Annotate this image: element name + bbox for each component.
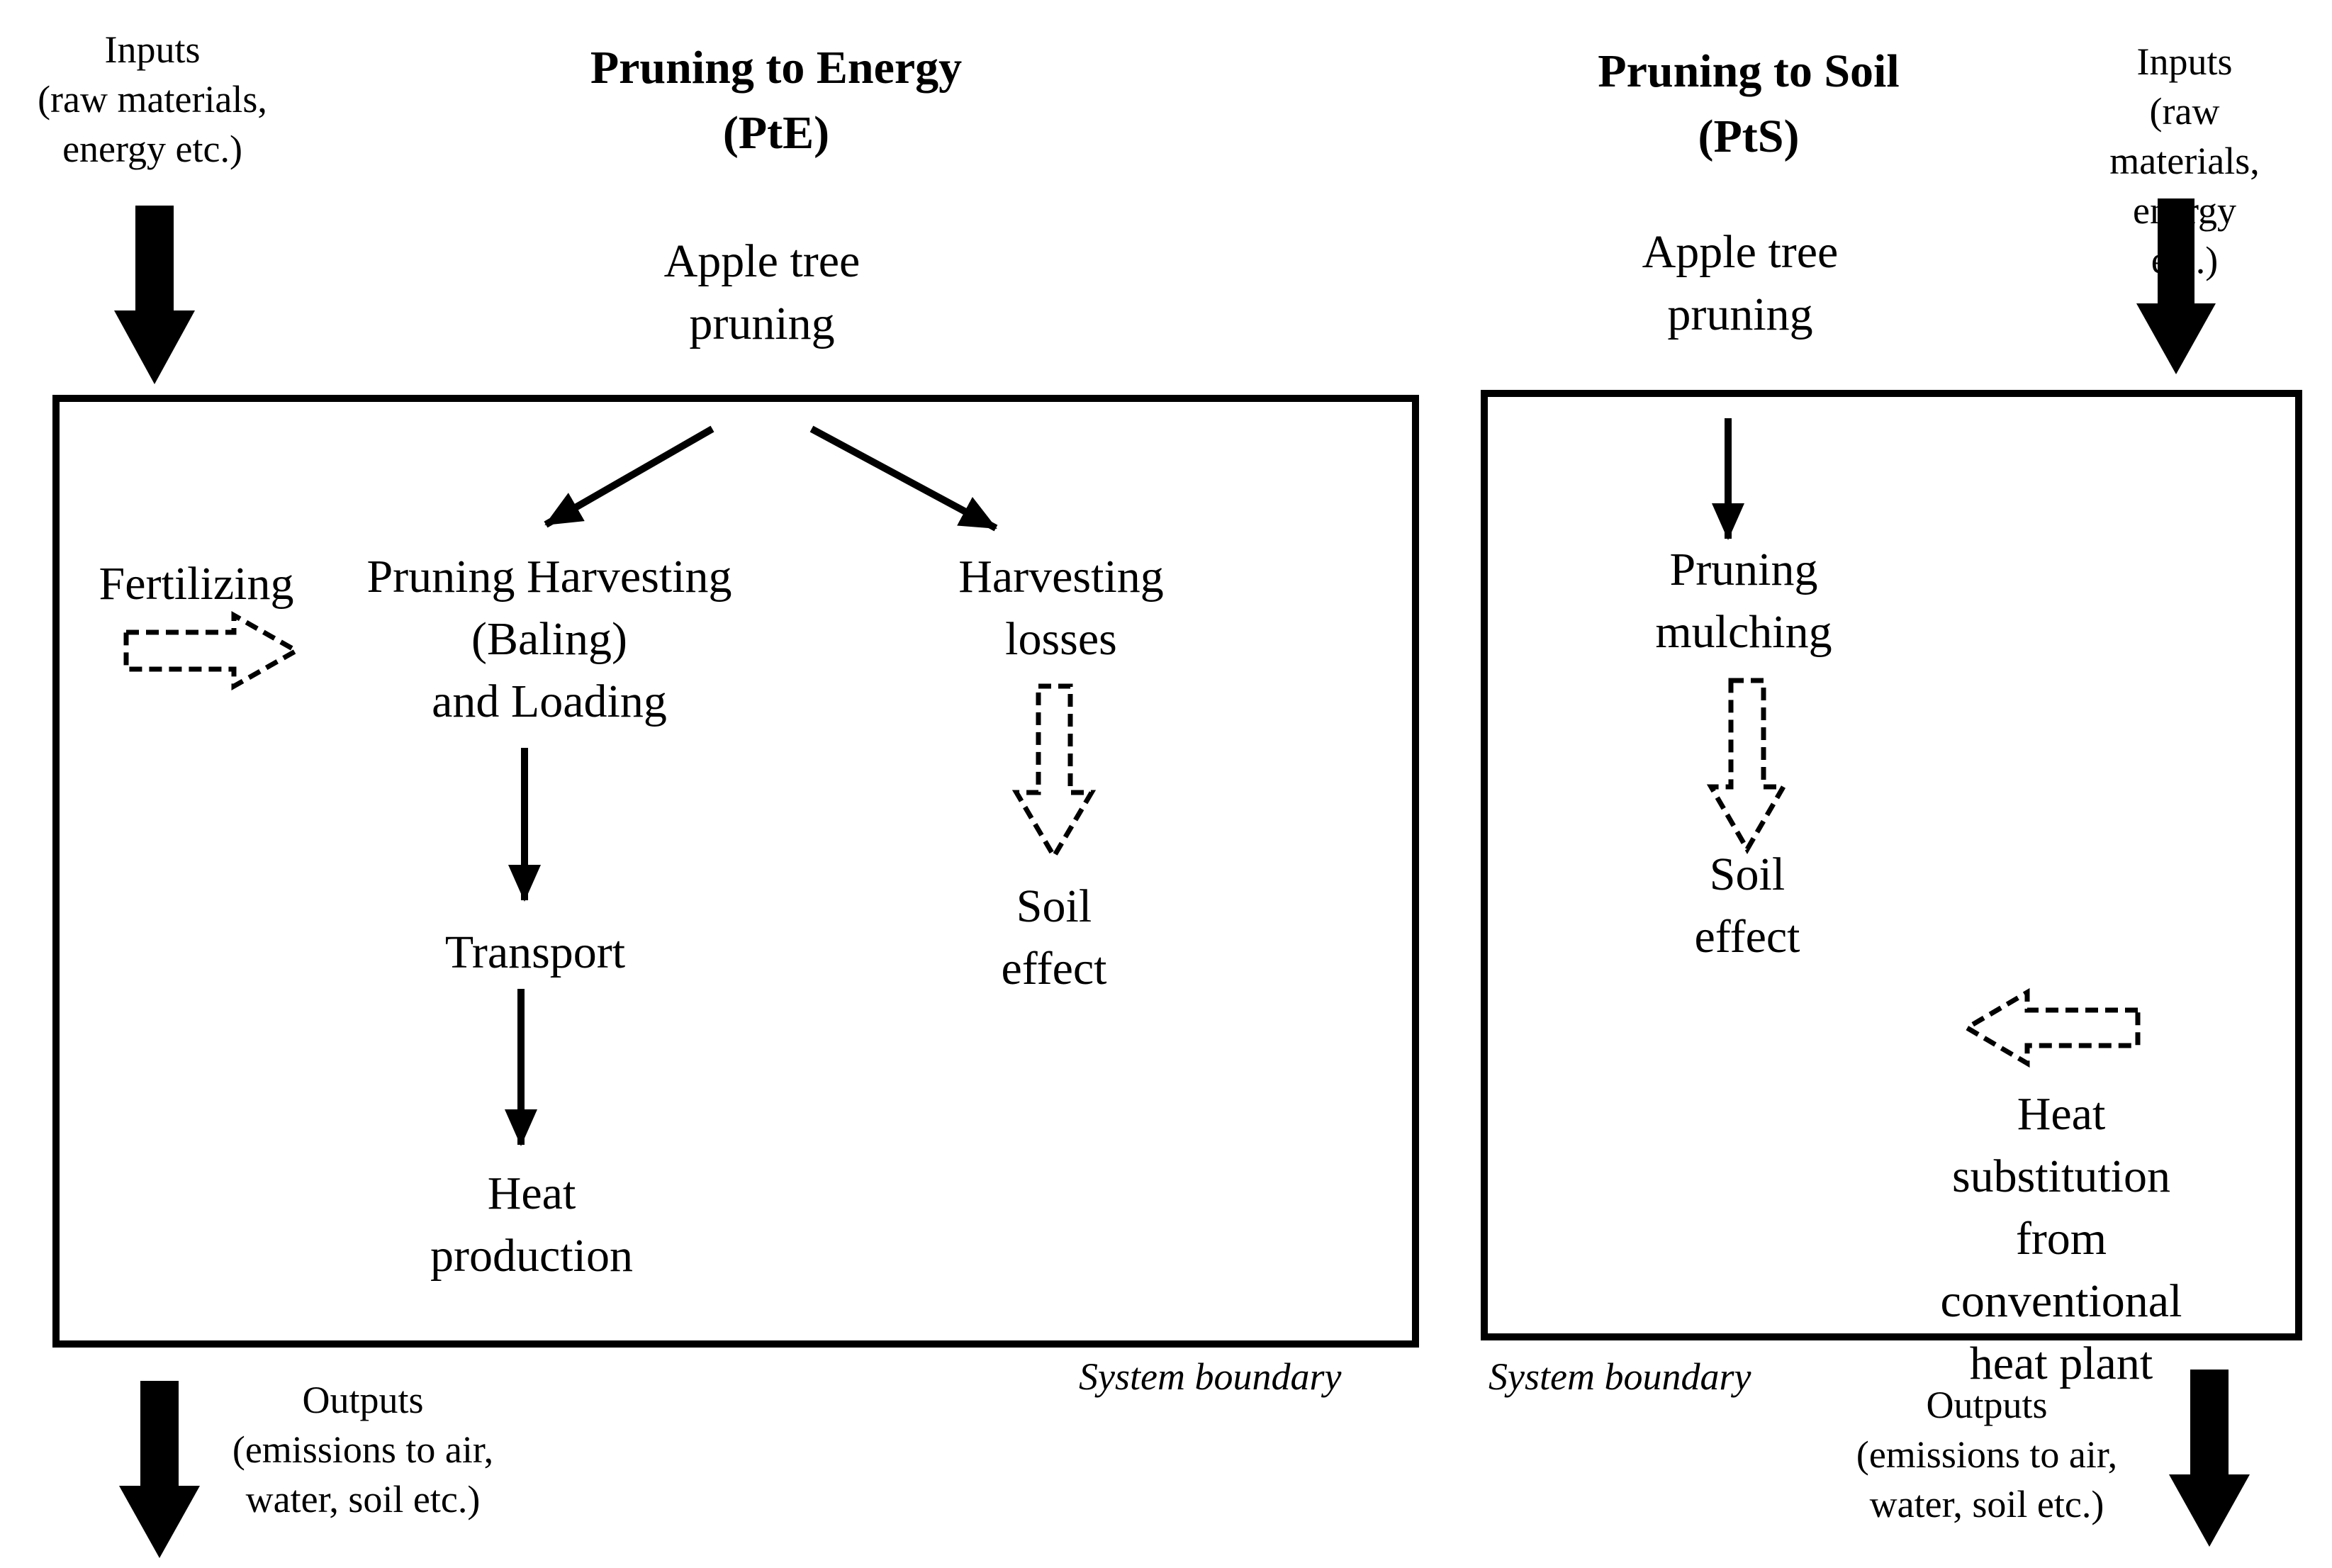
arrow-source-to-harvesting	[544, 425, 714, 528]
pte-input-arrow	[114, 206, 195, 384]
pts-heat-substitution: Heat substitution from conventional heat…	[1940, 1088, 2182, 1389]
pte-apple-tree-pruning: Apple tree pruning	[663, 235, 861, 349]
pte-system-boundary-box	[52, 395, 1419, 1348]
pte-soil-effect: Soil effect	[1001, 880, 1107, 995]
pte-heat-production: Heat production	[430, 1167, 633, 1282]
pts-inputs-label: Inputs (raw materials, energy etc.)	[2109, 40, 2260, 281]
dashed-arrow-fertilizing	[123, 610, 302, 691]
pts-soil-effect: Soil effect	[1694, 849, 1800, 963]
pts-pruning-mulching: Pruning mulching	[1655, 544, 1832, 658]
pte-pruning-harvesting: Pruning Harvesting (Baling) and Loading	[366, 551, 732, 727]
pte-inputs-label: Inputs (raw materials, energy etc.)	[38, 28, 267, 170]
pte-system-boundary-label: System boundary	[1079, 1355, 1342, 1398]
dashed-arrow-mulching-to-soil	[1706, 678, 1788, 854]
pts-system-boundary-label: System boundary	[1489, 1355, 1751, 1398]
pte-harvesting-losses: Harvesting losses	[958, 551, 1164, 665]
pts-output-arrow	[2169, 1370, 2250, 1547]
pts-system-boundary-box	[1481, 390, 2302, 1340]
pts-title: Pruning to Soil (PtS)	[1598, 45, 1900, 162]
dashed-arrow-heat-substitution	[1962, 987, 2141, 1068]
pts-outputs-label: Outputs (emissions to air, water, soil e…	[1856, 1384, 2118, 1525]
dashed-arrow-losses-to-soil	[1011, 683, 1097, 861]
pte-fertilizing: Fertilizing	[99, 558, 294, 610]
pte-output-arrow	[119, 1381, 200, 1558]
pte-title: Pruning to Energy (PtE)	[590, 42, 963, 159]
pts-apple-tree-pruning: Apple tree pruning	[1642, 226, 1839, 340]
pte-transport: Transport	[444, 926, 626, 978]
pts-input-arrow	[2136, 198, 2216, 374]
pte-outputs-label: Outputs (emissions to air, water, soil e…	[232, 1379, 494, 1521]
arrow-source-to-losses	[809, 425, 998, 532]
